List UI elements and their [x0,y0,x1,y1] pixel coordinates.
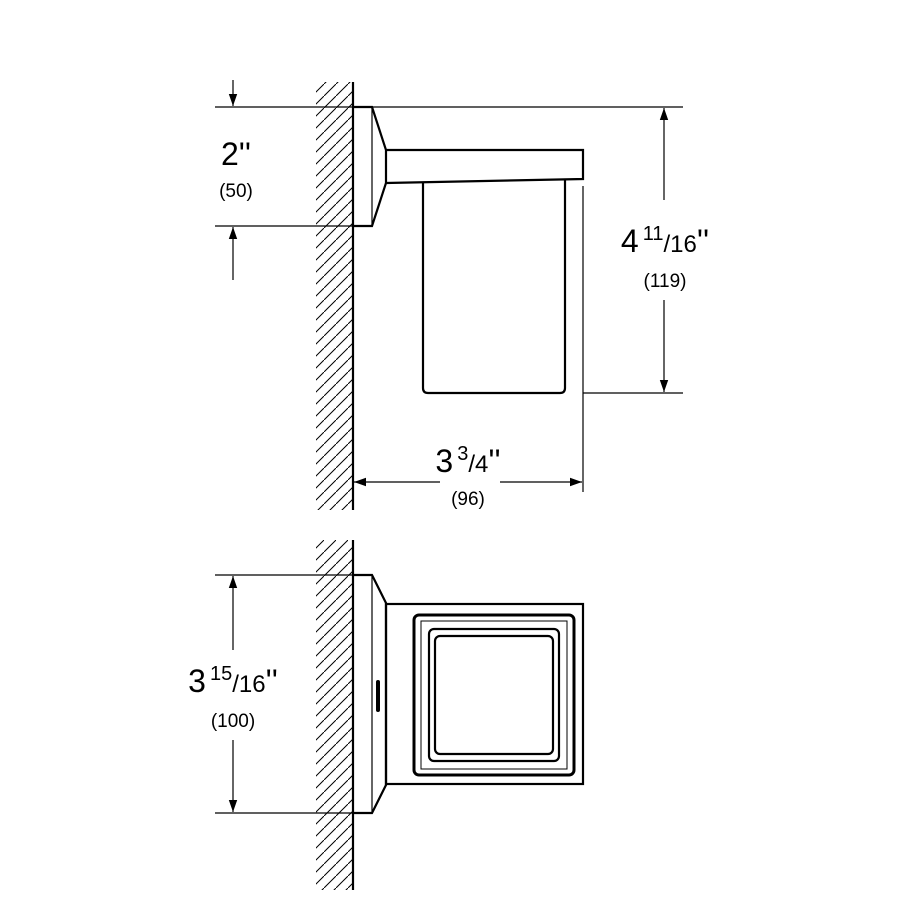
tumbler-cup [421,180,567,395]
dim-mm-projection: (96) [451,489,485,510]
dim-mm-total-height: (119) [644,271,687,292]
holder-arm [385,148,585,185]
wall-hatch [316,82,353,510]
holder-ring [412,613,576,777]
wall-hatch [316,540,353,890]
dim-mm-plate-height: (50) [219,181,253,202]
wall-plate [353,573,388,815]
dim-label-plate-height: 2'' [221,136,251,172]
set-screw-slot [376,680,380,712]
dim-mm-width: (100) [211,711,255,732]
wall-plate [353,105,388,228]
holder-ring-inner [420,620,568,770]
holder-frame [384,602,585,786]
tumbler-rim [427,627,561,763]
tumbler-opening [433,634,555,756]
